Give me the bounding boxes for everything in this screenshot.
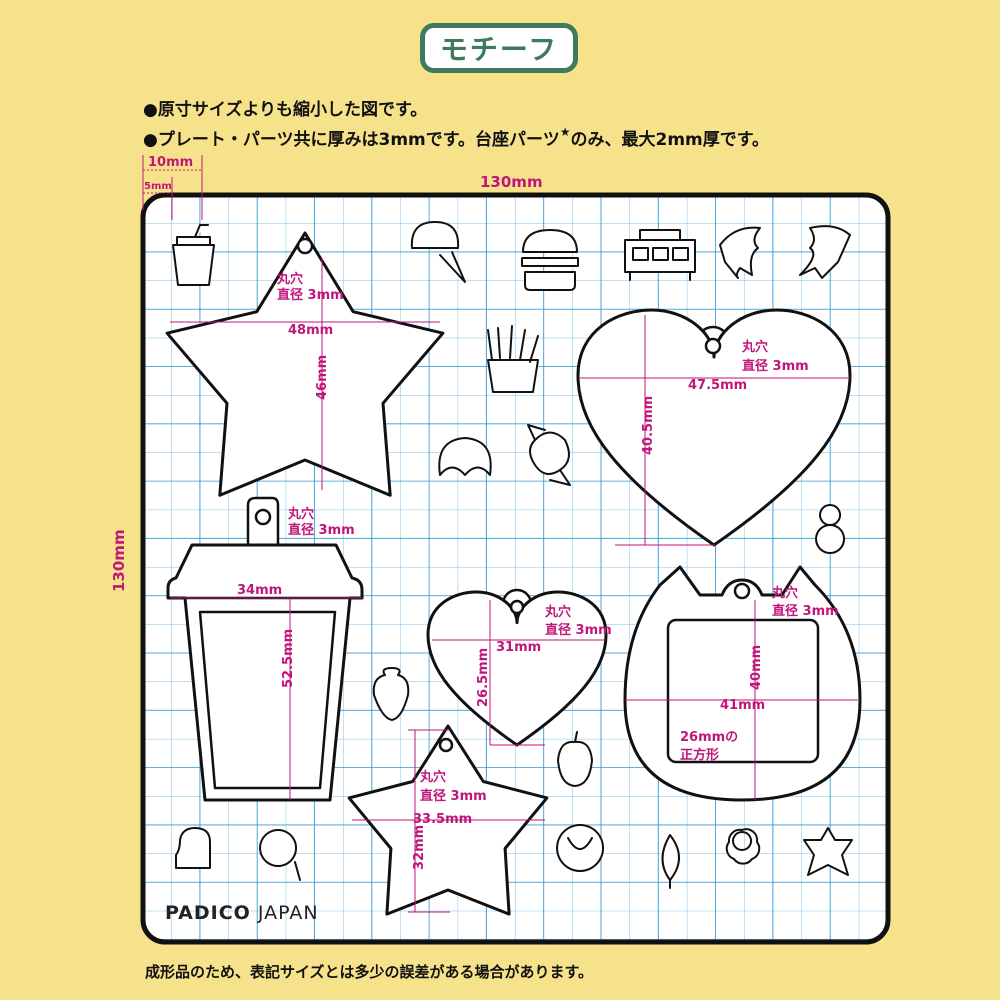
big-star-hole-label-2: 直径 3mm (277, 287, 344, 303)
section-title-text: モチーフ (439, 33, 559, 66)
big-heart-hole (704, 337, 722, 355)
flower-icon (725, 828, 761, 865)
ice-cream-icon (410, 221, 466, 283)
cat-height: 40mm (749, 645, 764, 690)
cat-hole-label-1: 丸穴 (771, 585, 798, 601)
big-star-plate (165, 231, 445, 497)
cat-width: 41mm (720, 698, 765, 713)
star-mark-icon: ★ (559, 125, 571, 139)
small-star-hole (438, 737, 454, 753)
note-thickness-part1: ●プレート・パーツ共に厚みは3mmです。台座パーツ (143, 130, 560, 150)
lollipop-icon (259, 829, 301, 881)
scale-5mm: 5mm (144, 181, 172, 192)
small-star-hole-label-2: 直径 3mm (420, 788, 487, 804)
small-star-width: 33.5mm (413, 812, 472, 827)
pudding-icon (175, 827, 211, 869)
big-star-height: 46mm (315, 355, 330, 400)
cat-window-label-2: 正方形 (680, 747, 719, 763)
small-star-hole-label-1: 丸穴 (419, 769, 446, 785)
candy-icon (527, 424, 571, 486)
small-heart-width: 31mm (496, 640, 541, 655)
small-heart-hole (509, 599, 525, 615)
section-title: モチーフ (420, 23, 578, 73)
cat-square-window (666, 618, 820, 764)
scale-indicator (142, 155, 203, 220)
train-icon (624, 229, 696, 281)
big-heart-hole-label-1: 丸穴 (741, 339, 768, 355)
cup-plate (166, 543, 364, 802)
snowman-icon (815, 504, 846, 554)
cat-hole (733, 582, 751, 600)
small-heart-hole-label-2: 直径 3mm (545, 622, 612, 638)
note-thickness: ●プレート・パーツ共に厚みは3mmです。台座パーツ★のみ、最大2mm厚です。 (143, 125, 769, 150)
board-outline (140, 192, 891, 945)
board-width-label: 130mm (480, 173, 543, 191)
big-heart-width: 47.5mm (688, 378, 747, 393)
small-heart-height: 26.5mm (476, 648, 491, 707)
big-heart-height: 40.5mm (641, 396, 656, 455)
cup-hole-label-2: 直径 3mm (288, 522, 355, 538)
brand-suffix: JAPAN (257, 902, 319, 924)
cat-hole-label-2: 直径 3mm (772, 603, 839, 619)
pretzel-icon (556, 824, 605, 872)
cup-width: 34mm (237, 583, 282, 598)
cherry-blossom-icon (803, 827, 853, 876)
cup-hole (254, 508, 272, 526)
apple-icon (557, 731, 593, 787)
strawberry-icon (372, 667, 410, 721)
big-star-hole-label-1: 丸穴 (276, 271, 303, 287)
big-heart-plate (576, 308, 852, 547)
big-heart-hole-label-2: 直径 3mm (742, 358, 809, 374)
scale-10mm: 10mm (148, 155, 193, 170)
brand-name: PADICO (165, 902, 251, 924)
cat-window-label-1: 26mmの (680, 730, 738, 745)
note-thickness-part2: のみ、最大2mm厚です。 (570, 130, 770, 150)
footer-disclaimer: 成形品のため、表記サイズとは多少の誤差がある場合があります。 (145, 963, 594, 981)
small-heart-hole-label-1: 丸穴 (544, 604, 571, 620)
cup-height: 52.5mm (281, 629, 296, 688)
cup-hole-label-1: 丸穴 (287, 506, 314, 522)
brand-logo: PADICO JAPAN (165, 902, 319, 924)
french-fries-icon (487, 325, 539, 393)
leaf-icon (661, 834, 680, 889)
drink-cup-icon (172, 224, 215, 286)
bat-wing-left-icon (719, 226, 761, 279)
hamburger-icon (521, 229, 579, 291)
big-star-width: 48mm (288, 323, 333, 338)
bat-wing-right-icon (799, 225, 851, 279)
small-heart-plate (426, 590, 608, 747)
small-star-height: 32mm (412, 825, 427, 870)
note-reduced-scale: ●原寸サイズよりも縮小した図です。 (143, 100, 428, 120)
board-height-label: 130mm (110, 529, 128, 592)
peach-icon (438, 437, 492, 476)
big-star-hole (296, 237, 314, 255)
